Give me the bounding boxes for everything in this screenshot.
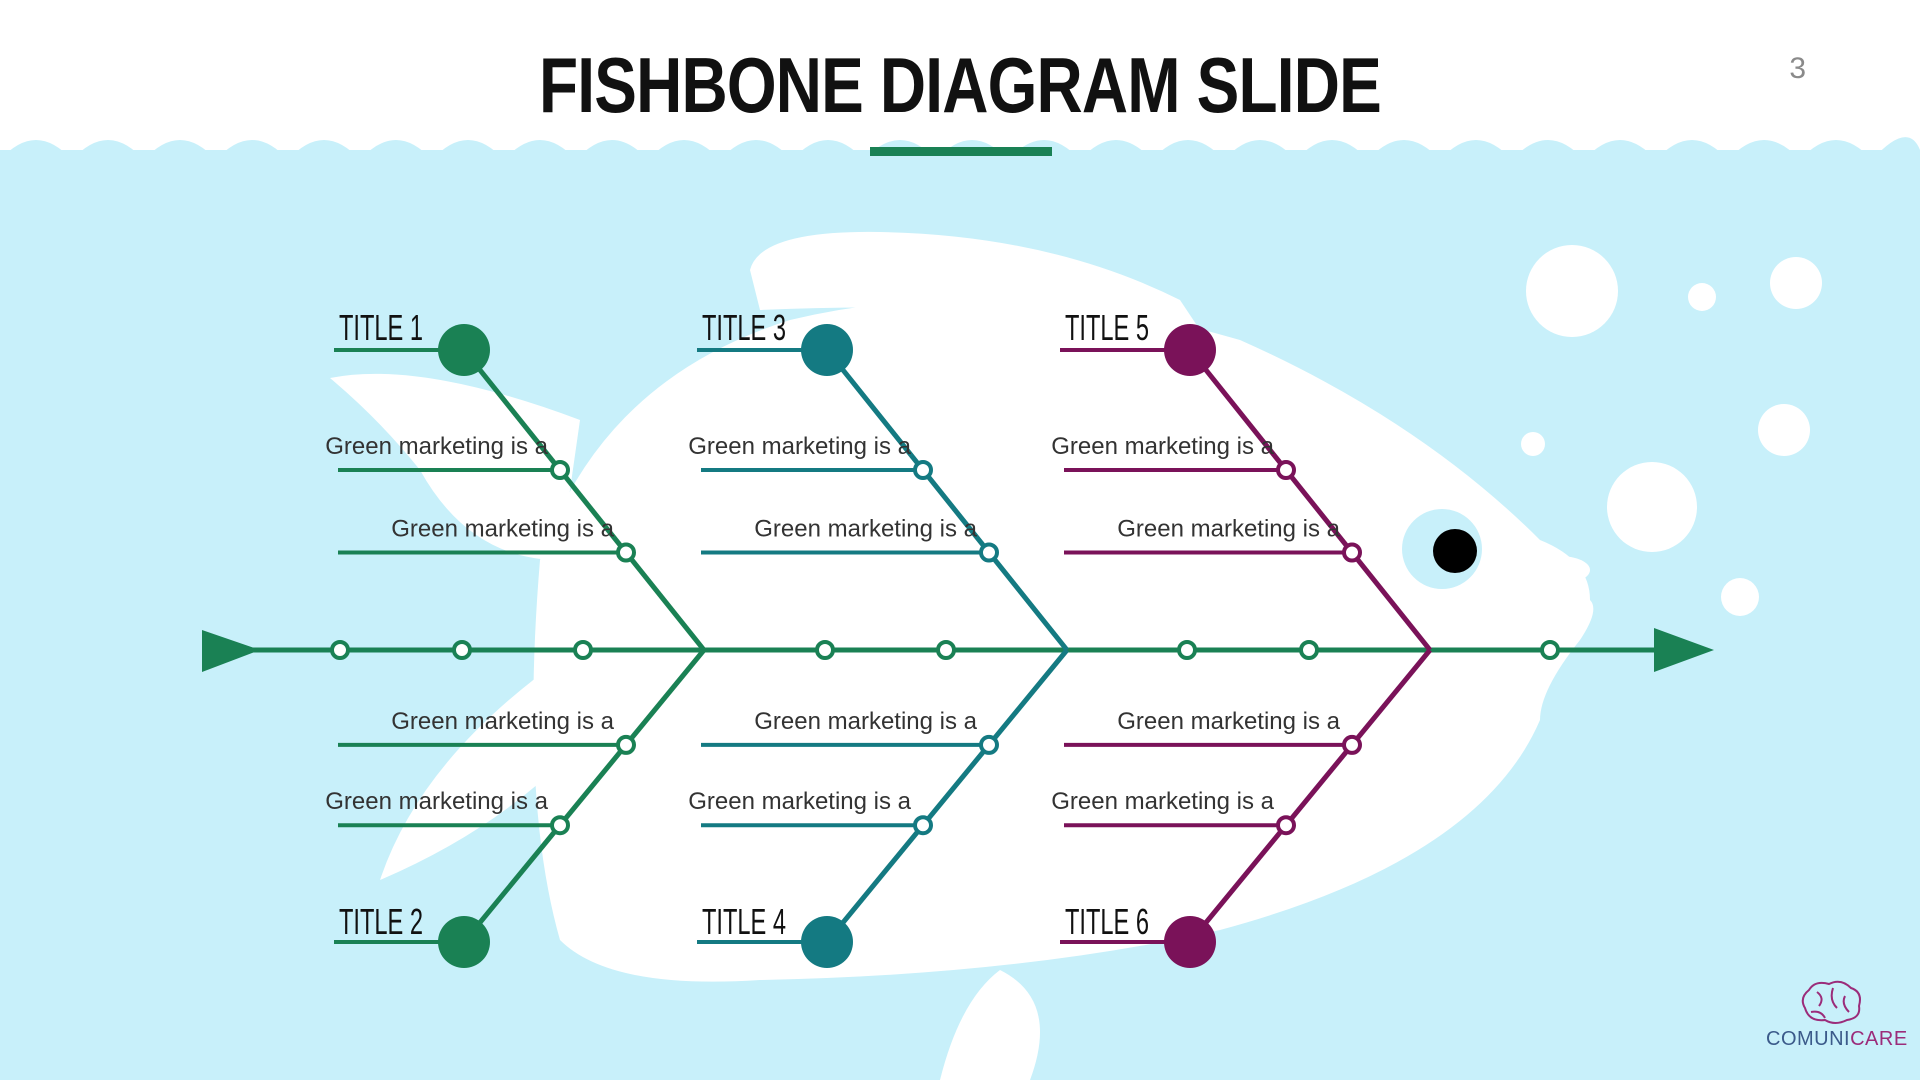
- cause-node: [1276, 815, 1296, 836]
- branch-4: TITLE 4 Green marketing is a Green marketi…: [688, 648, 1069, 968]
- branch-title: TITLE 6: [1065, 901, 1149, 942]
- cause-node: [913, 815, 933, 836]
- spine-node: [330, 640, 350, 660]
- spine-node: [452, 640, 472, 660]
- slide-title: FISHBONE DIAGRAM SLIDE: [539, 41, 1382, 129]
- branch-bone: [462, 648, 706, 944]
- branch-bone: [462, 348, 706, 652]
- logo-wordmark: COMUNICARE: [1766, 1028, 1908, 1051]
- branch-2: TITLE 2 Green marketing is a Green marketi…: [325, 648, 706, 968]
- fish-eye: [1402, 509, 1482, 589]
- cause-text: Green marketing is a: [391, 708, 614, 735]
- branch-bone: [825, 648, 1069, 944]
- branch-title: TITLE 5: [1065, 307, 1149, 348]
- cause-text: Green marketing is a: [1051, 433, 1274, 460]
- spine-node: [936, 640, 956, 660]
- cause-text: Green marketing is a: [1051, 788, 1274, 815]
- spine-node: [1299, 640, 1319, 660]
- branch-5: TITLE 5 Green marketing is a Green marketi…: [1051, 307, 1432, 652]
- brain-icon: [1801, 980, 1861, 1024]
- spine-node: [815, 640, 835, 660]
- cause-text: Green marketing is a: [325, 433, 548, 460]
- branch-title-node: [438, 916, 490, 968]
- spine-head-arrow-icon: [1654, 628, 1714, 672]
- branch-1: TITLE 1 Green marketing is a Green marketi…: [325, 307, 706, 652]
- title-underline: [870, 147, 1052, 156]
- cause-text: Green marketing is a: [1117, 516, 1340, 543]
- cause-node: [1342, 542, 1362, 563]
- spine-tail-arrow-icon: [202, 630, 260, 672]
- branch-title-node: [801, 916, 853, 968]
- branch-title: TITLE 1: [339, 307, 423, 348]
- cause-text: Green marketing is a: [754, 708, 977, 735]
- cause-node: [1342, 734, 1362, 755]
- branch-title-node: [1164, 324, 1216, 376]
- page-number: 3: [1789, 52, 1806, 85]
- fishbone-spine: [202, 628, 1714, 672]
- branch-title-node: [1164, 916, 1216, 968]
- cause-node: [550, 815, 570, 836]
- branch-title: TITLE 2: [339, 901, 423, 942]
- fishbone-branches: TITLE 1 Green marketing is a Green marketi…: [325, 307, 1432, 968]
- cause-text: Green marketing is a: [391, 516, 614, 543]
- branch-bone: [1188, 648, 1432, 944]
- spine-node: [1177, 640, 1197, 660]
- spine-node: [1540, 640, 1560, 660]
- logo-name-part2: CARE: [1850, 1028, 1908, 1050]
- spine-node: [573, 640, 593, 660]
- cause-text: Green marketing is a: [325, 788, 548, 815]
- cause-node: [979, 542, 999, 563]
- spine-nodes: [330, 640, 1560, 660]
- branch-6: TITLE 6 Green marketing is a Green marketi…: [1051, 648, 1432, 968]
- cause-node: [913, 460, 933, 480]
- branch-bone: [1188, 348, 1432, 652]
- branch-bone: [825, 348, 1069, 652]
- cause-node: [1276, 460, 1296, 480]
- cause-text: Green marketing is a: [754, 516, 977, 543]
- cause-node: [616, 542, 636, 563]
- logo-name-part1: COMUNI: [1766, 1028, 1851, 1050]
- branch-title: TITLE 4: [702, 901, 786, 942]
- cause-node: [550, 460, 570, 480]
- branch-3: TITLE 3 Green marketing is a Green marketi…: [688, 307, 1069, 652]
- branch-title-node: [801, 324, 853, 376]
- cause-text: Green marketing is a: [688, 433, 911, 460]
- branch-title-node: [438, 324, 490, 376]
- cause-text: Green marketing is a: [688, 788, 911, 815]
- branch-title: TITLE 3: [702, 307, 786, 348]
- cause-node: [616, 734, 636, 755]
- cause-node: [979, 734, 999, 755]
- cause-text: Green marketing is a: [1117, 708, 1340, 735]
- bubbles: [1521, 245, 1822, 616]
